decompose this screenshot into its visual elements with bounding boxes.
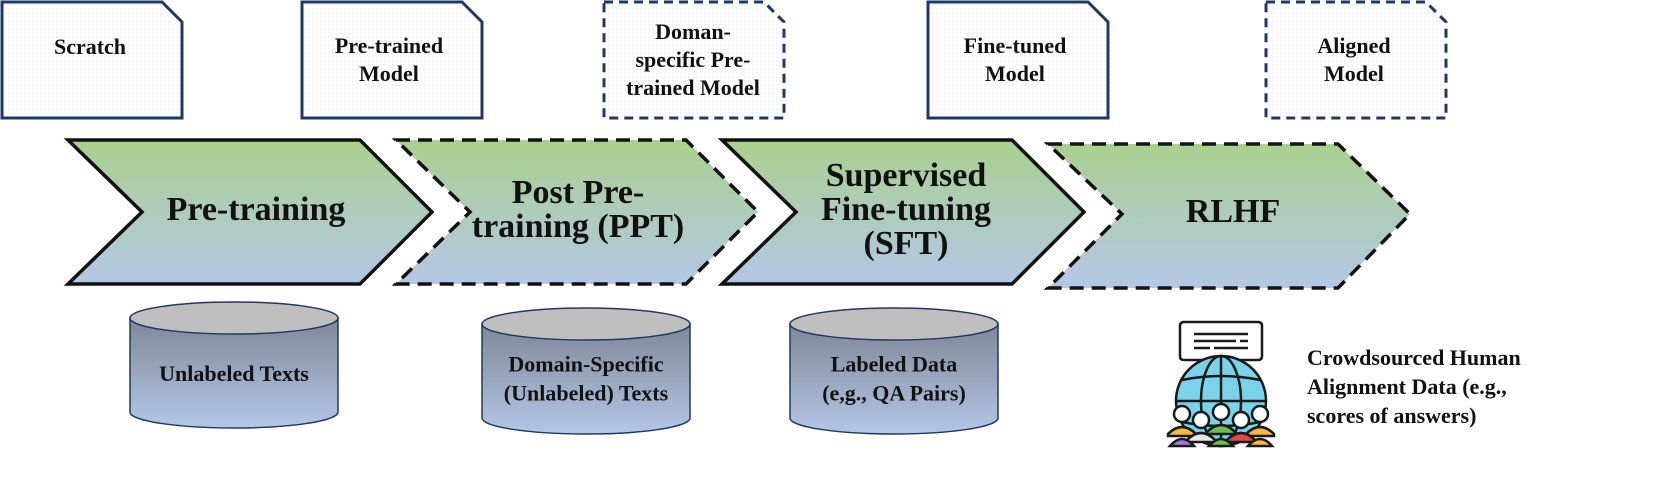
label-line: Post Pre- (512, 174, 644, 211)
label-line: Model (1324, 61, 1384, 86)
model-card-scratch-shape (0, 0, 184, 120)
model-card-fine-tuned-shape (926, 0, 1110, 120)
crowd-globe-icon (1166, 320, 1276, 448)
label-line: specific Pre- (635, 47, 750, 72)
stage-rlhf-chevron (1043, 142, 1413, 290)
label-line: (e,g., QA Pairs) (822, 381, 966, 406)
dataset-domain-specific-texts: Domain-Specific (Unlabeled) Texts (481, 307, 691, 435)
people-icon (1166, 402, 1276, 448)
model-card-pretrained-shape (300, 0, 484, 120)
dataset-unlabeled-texts: Unlabeled Texts (129, 301, 339, 429)
label-line: Crowdsourced Human (1307, 345, 1521, 370)
label-line: (Unlabeled) Texts (504, 381, 669, 406)
dataset-unlabeled-texts-body (129, 317, 339, 429)
dataset-labeled-data-body (789, 323, 999, 435)
stage-post-pretraining-chevron (391, 138, 761, 286)
label-line: Fine-tuning (821, 191, 991, 228)
label-line: Labeled Data (831, 352, 958, 377)
dataset-unlabeled-texts-label: Unlabeled Texts (159, 361, 309, 386)
stage-rlhf-label: RLHF (1186, 193, 1280, 230)
stage-sft-chevron (717, 138, 1087, 286)
dataset-domain-specific-texts-body (481, 323, 691, 435)
stage-pretraining-label: Pre-training (167, 191, 346, 228)
label-line: Pre-trained (335, 33, 443, 58)
label-line: Aligned (1317, 33, 1390, 58)
dataset-labeled-data-top (789, 307, 999, 341)
dataset-domain-specific-texts-top (481, 307, 691, 341)
dataset-domain-specific-texts-label: Domain-Specific (Unlabeled) Texts (504, 352, 669, 406)
label-line: Fine-tuned (964, 33, 1067, 58)
dataset-labeled-data: Labeled Data (e,g., QA Pairs) (789, 307, 999, 435)
label-line: Model (359, 61, 419, 86)
label-line: scores of answers) (1307, 403, 1476, 428)
dataset-unlabeled-texts-top (129, 301, 339, 335)
label-line: RLHF (1186, 193, 1280, 230)
stage-pretraining-chevron (63, 138, 435, 286)
label-line: Scratch (54, 34, 126, 59)
label-line: trained Model (626, 75, 760, 100)
label-line: Pre-training (167, 191, 346, 228)
label-line: Domain-Specific (508, 352, 663, 377)
label-line: Alignment Data (e.g., (1307, 374, 1507, 399)
stage-post-pretraining-label: Post Pre-training (PPT) (472, 174, 684, 245)
stage-post-pretraining: Post Pre-training (PPT) (391, 138, 761, 286)
label-line: Supervised (826, 157, 987, 194)
label-line: Doman- (655, 19, 731, 44)
stage-rlhf: RLHF (1043, 142, 1413, 290)
model-card-scratch-label: Scratch (54, 34, 126, 59)
dataset-labeled-data-label: Labeled Data (e,g., QA Pairs) (822, 352, 966, 406)
label-line: Model (985, 61, 1045, 86)
label-line: training (PPT) (472, 208, 684, 245)
model-card-domain-specific-label: Doman-specific Pre-trained Model (626, 19, 760, 100)
label-line: (SFT) (864, 225, 949, 262)
model-card-domain-specific-shape (602, 0, 786, 120)
model-card-scratch: Scratch (0, 0, 184, 120)
stage-pretraining: Pre-training (63, 138, 435, 286)
model-card-aligned-shape (1264, 0, 1448, 120)
model-card-domain-specific: Doman-specific Pre-trained Model (602, 0, 786, 120)
label-line: Unlabeled Texts (159, 361, 309, 386)
